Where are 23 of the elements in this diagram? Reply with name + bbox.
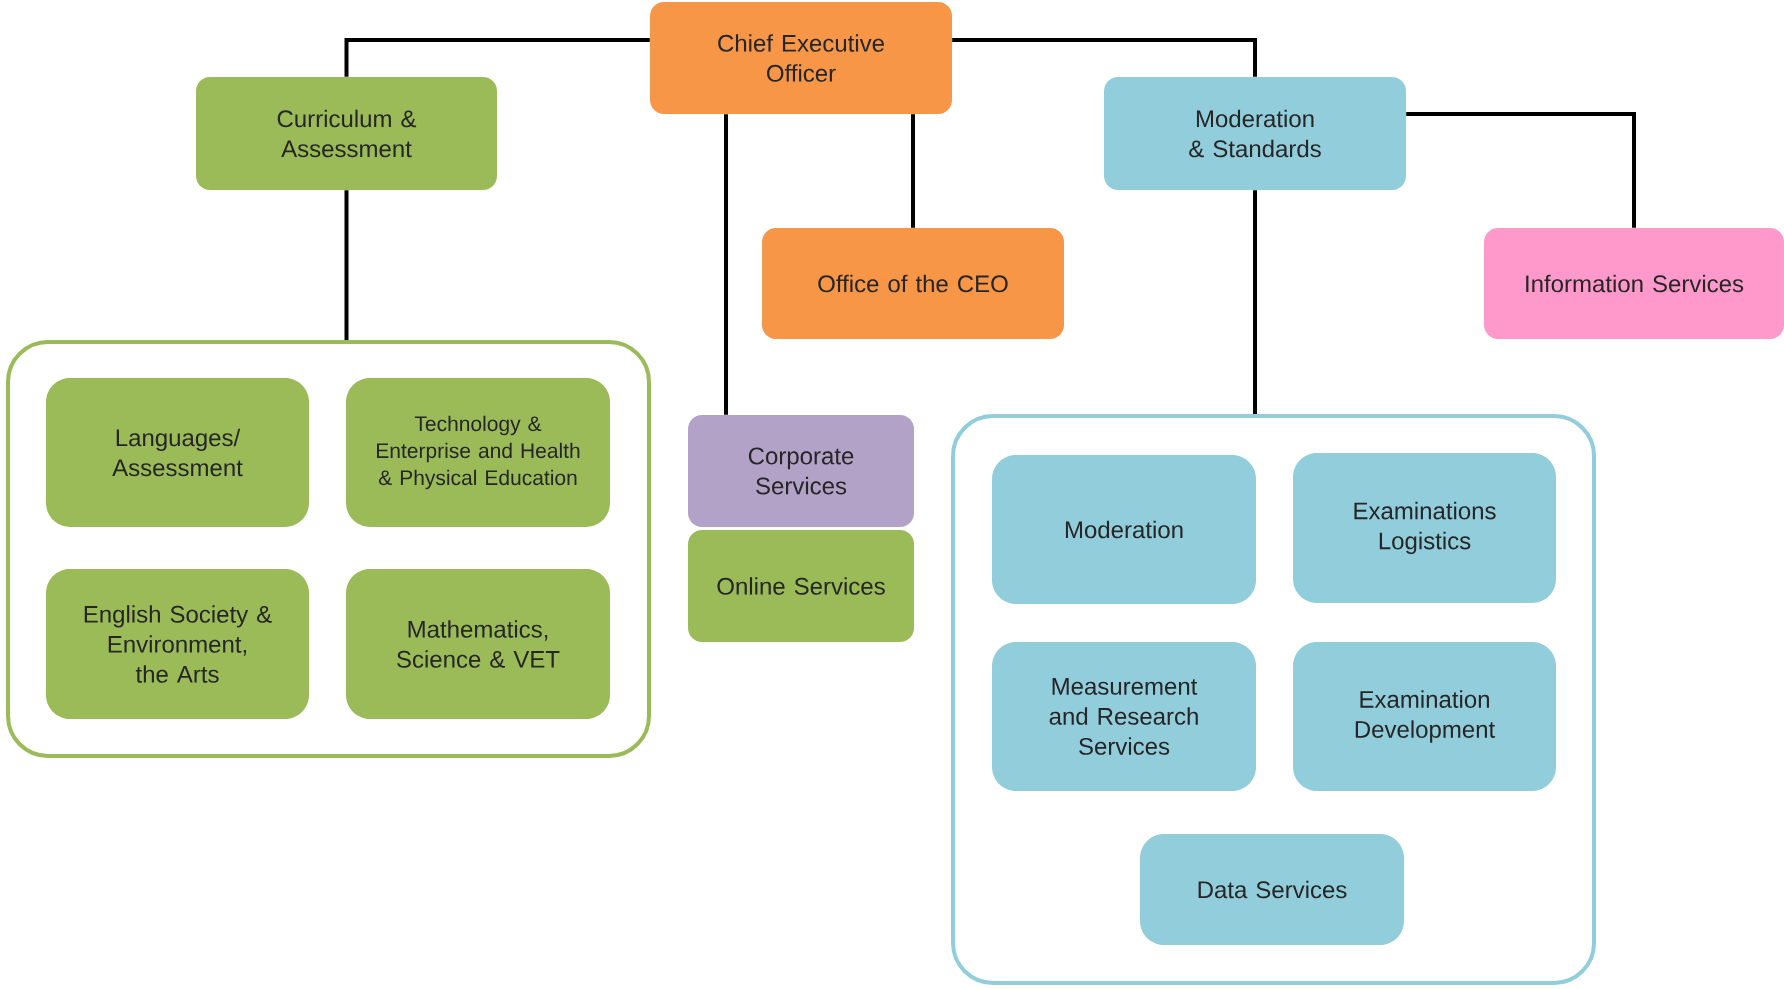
org-box: Examinations Logistics xyxy=(1293,453,1556,603)
org-box: Office of the CEO xyxy=(762,228,1064,339)
org-box: Information Services xyxy=(1484,228,1784,339)
org-box: Online Services xyxy=(688,530,914,642)
org-box: Examination Development xyxy=(1293,642,1556,791)
connector-line xyxy=(1406,112,1636,228)
org-box: Corporate Services xyxy=(688,415,914,527)
org-box: Languages/ Assessment xyxy=(46,378,309,527)
org-box: Chief Executive Officer xyxy=(650,2,952,114)
connector-line xyxy=(911,114,915,228)
org-box: Mathematics, Science & VET xyxy=(346,569,610,719)
org-box: Curriculum & Assessment xyxy=(196,77,497,190)
org-box: Technology & Enterprise and Health & Physical Education xyxy=(346,378,610,527)
org-box: Data Services xyxy=(1140,834,1404,945)
connector-line xyxy=(724,114,728,415)
connector-line xyxy=(344,38,650,77)
connector-line xyxy=(1253,190,1257,414)
org-box: Measurement and Research Services xyxy=(992,642,1256,791)
org-box: English Society & Environment, the Arts xyxy=(46,569,309,719)
org-box: Moderation & Standards xyxy=(1104,77,1406,190)
org-box: Moderation xyxy=(992,455,1256,604)
connector-line xyxy=(952,38,1257,77)
connector-line xyxy=(344,190,349,340)
